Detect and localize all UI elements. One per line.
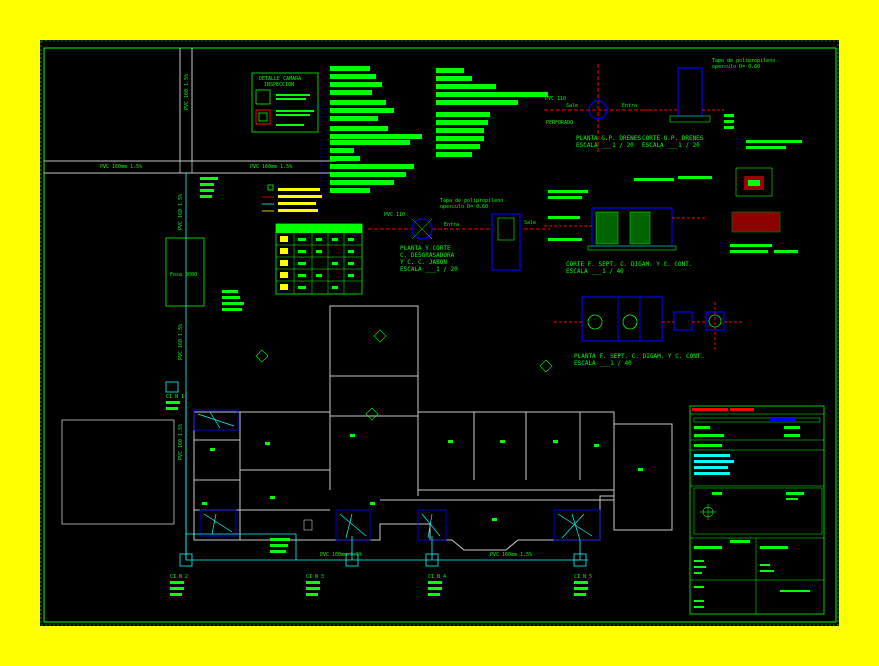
notes-column-2 xyxy=(436,68,548,157)
chamber-label-1: CI N 1 xyxy=(166,394,184,400)
sale-label-drain: Sale xyxy=(566,103,578,109)
grease-trap-plan: PVC 110 Entra Sale Tapa de polipropileno… xyxy=(368,198,550,273)
planta-drenes-1: PLANTA G.P. DRENES xyxy=(576,135,641,142)
outer-frame xyxy=(43,47,837,623)
planta-fosa-1: PLANTA F. SEPT. C. DIGAM. Y C. CONT. xyxy=(574,353,704,360)
room-markers xyxy=(202,329,643,521)
pipe-label-top-left: PVC 160mm 1.5% xyxy=(100,164,142,170)
fosa-box xyxy=(165,237,205,307)
camera-title-2: INSPECCION xyxy=(264,82,294,88)
floor-plan xyxy=(61,305,673,551)
chamber-label-5: CI N 5 xyxy=(574,574,592,580)
entra-label-drain: Entra xyxy=(622,103,637,109)
planta-corte-2: C. DESGRASADORA xyxy=(400,252,455,259)
tapa-label-drain-2: operculo D= 0.60 xyxy=(712,64,760,70)
fosa-label: Fosa 3000 xyxy=(170,272,197,278)
bathroom-fixtures xyxy=(193,409,601,541)
cad-drawing: PVC 160mm 1.5% PVC 160mm 1.5% PVC 160 1.… xyxy=(40,40,839,626)
pipe-label-vertical-bottom: PVC 160 1.5% xyxy=(178,424,184,460)
notes-column-1 xyxy=(330,66,422,193)
drawing-sheet: PVC 160mm 1.5% PVC 160mm 1.5% PVC 160 1.… xyxy=(40,40,839,626)
pvc110-label-b: PVC 110 xyxy=(545,96,566,102)
sewer-pipes: PVC 160mm 1.5% PVC 160mm 1.5% CI N 2 CI … xyxy=(170,392,592,596)
planta-fosa-2: ESCALA ___1 / 40 xyxy=(574,360,632,367)
corte-fosa-2: ESCALA ___1 / 40 xyxy=(566,268,624,275)
corte-drenes-1: CORTE G.P. DRENES xyxy=(642,135,704,142)
legend xyxy=(262,184,363,295)
planta-drenes-2: ESCALA ___1 / 20 xyxy=(576,142,634,149)
header-pipe-network: PVC 160mm 1.5% PVC 160mm 1.5% PVC 160 1.… xyxy=(44,48,336,560)
planta-corte-3: Y C. C. JABON xyxy=(400,259,447,266)
pipe-label-vertical-top: PVC 160 1.5% xyxy=(184,74,190,110)
pipe-label-vertical-mid: PVC 160 1.5% xyxy=(178,194,184,230)
pipe-label-vertical-low: PVC 160 1.5% xyxy=(178,324,184,360)
bottom-pipe-label-1: PVC 160mm 1.5% xyxy=(320,552,362,558)
septic-plan: PLANTA F. SEPT. C. DIGAM. Y C. CONT. ESC… xyxy=(554,296,742,367)
septic-section: CORTE F. SEPT. C. DIGAM. Y C. CONT. ESCA… xyxy=(544,167,798,275)
tapa-label-drain-1: Tapa de polipropileno xyxy=(712,58,775,64)
corte-fosa-1: CORTE F. SEPT. C. DIGAM. Y C. CONT. xyxy=(566,261,692,268)
perforado-label: PERFORADO xyxy=(546,120,573,126)
camera-detail: DETALLE CAMARA INSPECCION xyxy=(251,72,319,133)
title-block xyxy=(689,405,825,615)
entra-label: Entra xyxy=(444,222,459,228)
camera-title-1: DETALLE CAMARA xyxy=(259,76,301,82)
planta-corte-1: PLANTA Y CORTE xyxy=(400,245,451,252)
bottom-pipe-label-2: PVC 160mm 1.5% xyxy=(490,552,532,558)
pvc110-label-a: PVC 110 xyxy=(384,212,405,218)
chamber-label-3: CI N 3 xyxy=(306,574,324,580)
chamber-label-4: CI N 4 xyxy=(428,574,446,580)
outer-dashed-frame xyxy=(40,40,839,626)
drains-plan: PVC 110 Sale Entra PERFORADO PLANTA G.P.… xyxy=(544,58,802,152)
fixtures-table xyxy=(275,223,363,295)
vertical-pipe-annotations: Fosa 3000 CI N 1 xyxy=(165,177,244,410)
planta-corte-4: ESCALA ___1 / 20 xyxy=(400,266,458,273)
chamber-label-2: CI N 2 xyxy=(170,574,188,580)
tapa-label-1: Tapa de polipropileno xyxy=(440,198,503,204)
sale-label: Sale xyxy=(524,220,536,226)
pipe-label-top-right: PVC 160mm 1.5% xyxy=(250,164,292,170)
corte-drenes-2: ESCALA ___1 / 20 xyxy=(642,142,700,149)
tapa-label-2: operculo D= 0.60 xyxy=(440,204,488,210)
